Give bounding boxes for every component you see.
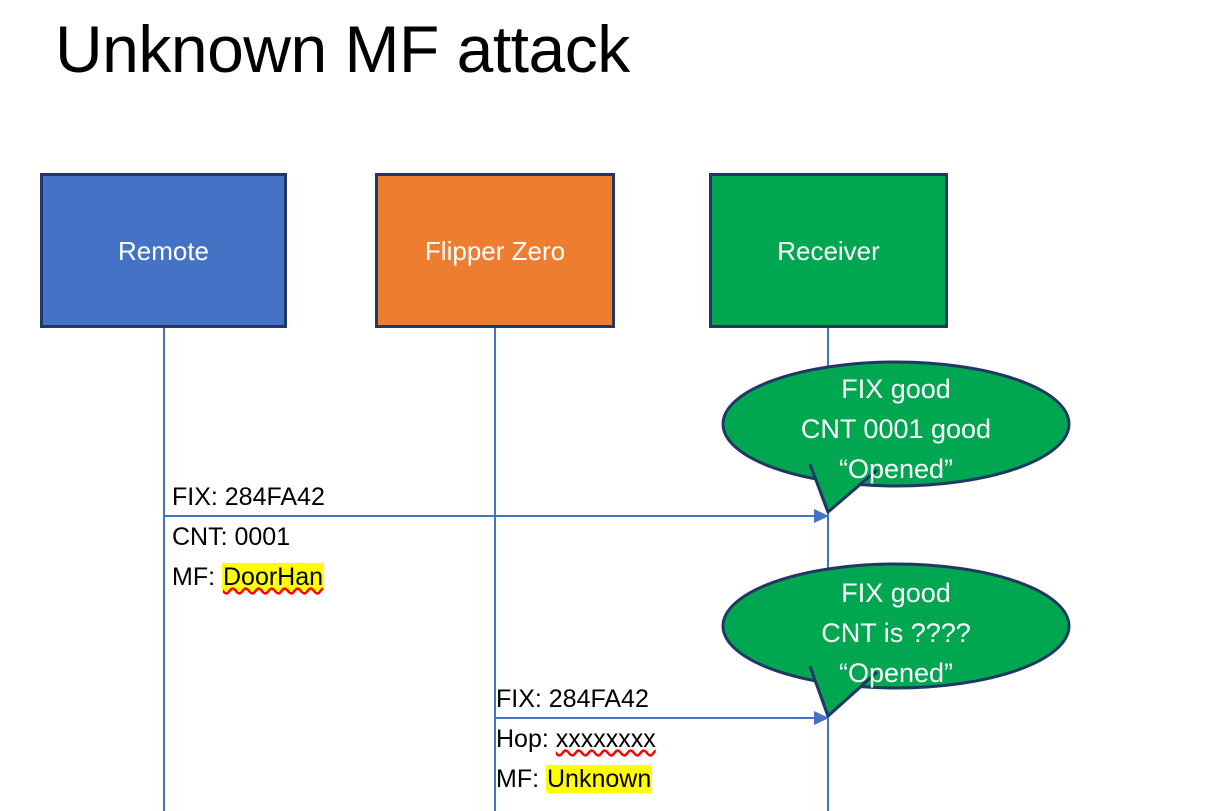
message-label-flipper-fix: FIX: 284FA42 [496, 685, 649, 713]
callout-bubble-second[interactable]: FIX good CNT is ???? “Opened” [721, 562, 1074, 720]
message-line-mf: MF: Unknown [496, 759, 656, 799]
message-label-remote-details: CNT: 0001 MF: DoorHan [172, 517, 325, 597]
cnt-value: 0001 [234, 523, 291, 551]
mf-label: MF: [172, 563, 222, 591]
lifeline-remote [163, 328, 165, 811]
callout-bubble-first[interactable]: FIX good CNT 0001 good “Opened” [721, 360, 1074, 516]
message-label-flipper-details: Hop: xxxxxxxx MF: Unknown [496, 719, 656, 799]
actor-box-receiver[interactable]: Receiver [709, 173, 948, 328]
actor-label-remote: Remote [117, 235, 210, 266]
cnt-label: CNT: [172, 523, 235, 551]
page-title: Unknown MF attack [55, 12, 630, 86]
actor-label-receiver: Receiver [777, 235, 880, 266]
actor-box-remote[interactable]: Remote [40, 173, 287, 328]
message-line-mf: MF: DoorHan [172, 557, 325, 597]
callout-shape-second [721, 562, 1071, 718]
hop-value: xxxxxxxx [555, 725, 656, 753]
message-arrow-flipper-to-receiver [494, 711, 829, 725]
arrow-head-icon [814, 711, 829, 725]
lifeline-flipper [494, 328, 496, 811]
hop-label: Hop: [496, 725, 556, 753]
message-label-remote-fix: FIX: 284FA42 [172, 483, 325, 511]
callout-shape-first [721, 360, 1071, 514]
arrow-head-icon [814, 509, 829, 523]
message-line-cnt: CNT: 0001 [172, 517, 324, 557]
message-line-hop: Hop: xxxxxxxx [496, 719, 656, 759]
mf-label: MF: [496, 765, 546, 793]
actor-box-flipper[interactable]: Flipper Zero [375, 173, 615, 328]
mf-value-unknown: Unknown [546, 765, 653, 793]
message-arrow-remote-to-receiver [163, 509, 829, 523]
mf-value-doorhan: DoorHan [222, 563, 325, 591]
actor-label-flipper: Flipper Zero [424, 235, 566, 266]
